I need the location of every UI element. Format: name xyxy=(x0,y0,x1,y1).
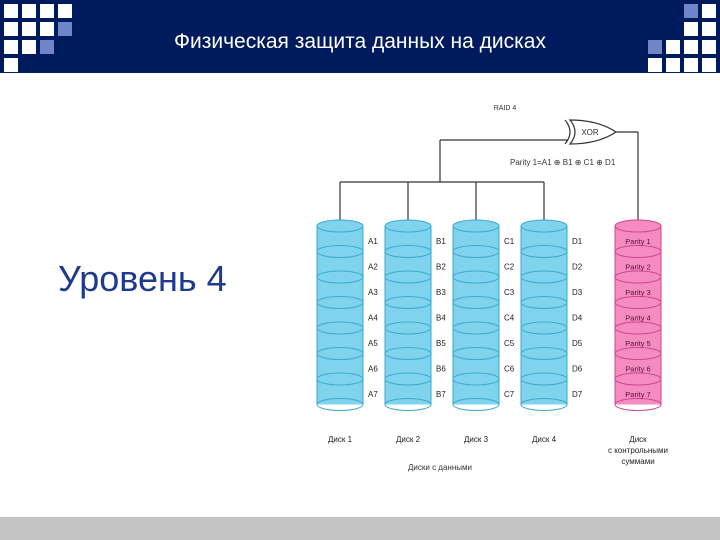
data-block-label: B6 xyxy=(436,365,446,374)
data-block-label: B4 xyxy=(436,314,446,323)
disk-platter xyxy=(316,219,364,233)
data-block-label: A3 xyxy=(368,288,378,297)
decor-square xyxy=(648,40,662,54)
data-block-label: C1 xyxy=(504,237,515,246)
parity-block-label: Parity 5 xyxy=(625,339,650,348)
decor-square xyxy=(4,58,18,72)
decor-square xyxy=(40,4,54,18)
decor-square xyxy=(666,58,680,72)
header-bar: Физическая защита данных на дисках xyxy=(0,0,720,73)
data-block-label: A6 xyxy=(368,365,378,374)
data-block-label: D2 xyxy=(572,263,583,272)
data-block-label: C4 xyxy=(504,314,515,323)
data-block-label: A1 xyxy=(368,237,378,246)
parity-block-label: Parity 1 xyxy=(625,237,650,246)
disk-body xyxy=(453,226,499,405)
decor-square xyxy=(684,22,698,36)
data-block-label: C5 xyxy=(504,339,515,348)
parity-block-label: Parity 7 xyxy=(625,390,650,399)
connection-lines xyxy=(339,131,639,220)
parity-disk-name-label: Диск xyxy=(629,435,647,444)
data-disks-caption: Диски с данными xyxy=(408,463,472,472)
decor-square xyxy=(648,58,662,72)
decor-square xyxy=(22,4,36,18)
data-block-label: A2 xyxy=(368,263,378,272)
disk-platter xyxy=(614,219,662,233)
disk-body xyxy=(385,226,431,405)
xor-gate-curve xyxy=(564,119,571,145)
raid4-diagram: RAID 4 XOR Parity 1=A1 ⊕ B1 ⊕ C1 ⊕ D1 A1… xyxy=(300,92,700,497)
decor-square xyxy=(22,22,36,36)
data-block-label: A7 xyxy=(368,390,378,399)
data-block-label: B5 xyxy=(436,339,446,348)
decor-square xyxy=(684,40,698,54)
decor-square xyxy=(666,40,680,54)
decor-square xyxy=(702,40,716,54)
parity-block-label: Parity 6 xyxy=(625,365,650,374)
decor-square xyxy=(4,22,18,36)
decor-square xyxy=(702,4,716,18)
decor-square xyxy=(22,40,36,54)
data-block-label: D3 xyxy=(572,288,583,297)
data-block-label: C6 xyxy=(504,365,515,374)
decor-square xyxy=(58,22,72,36)
decor-square xyxy=(684,58,698,72)
decor-square xyxy=(58,4,72,18)
xor-gate-icon xyxy=(568,119,618,145)
data-block-label: B2 xyxy=(436,263,446,272)
data-block-label: D7 xyxy=(572,390,583,399)
disk-body xyxy=(317,226,363,405)
parity-disk-name-label: суммами xyxy=(621,457,654,466)
decor-square xyxy=(4,4,18,18)
decor-square xyxy=(4,40,18,54)
data-block-label: D4 xyxy=(572,314,583,323)
footer-bar xyxy=(0,517,720,540)
data-block-label: C2 xyxy=(504,263,515,272)
disk-cylinder: Parity 1 Parity 2 Parity 3 Parity 4 Parity 5… xyxy=(614,219,662,411)
decor-square xyxy=(702,22,716,36)
data-block-label: A5 xyxy=(368,339,378,348)
data-block-label: A4 xyxy=(368,314,378,323)
parity-block-label: Parity 3 xyxy=(625,288,650,297)
disk-platter xyxy=(452,219,500,233)
data-block-label: B1 xyxy=(436,237,446,246)
disk-name-label: Диск 3 xyxy=(464,435,489,444)
parity-formula: Parity 1=A1 ⊕ B1 ⊕ C1 ⊕ D1 xyxy=(510,158,616,167)
decor-square xyxy=(702,58,716,72)
decor-square xyxy=(40,22,54,36)
level-heading: Уровень 4 xyxy=(58,258,227,299)
data-block-label: C3 xyxy=(504,288,515,297)
slide-title: Физическая защита данных на дисках xyxy=(174,30,546,53)
decor-square xyxy=(684,4,698,18)
data-block-label: B7 xyxy=(436,390,446,399)
parity-disk-name-label: с контрольными xyxy=(608,446,668,455)
disk-body xyxy=(521,226,567,405)
decor-square xyxy=(40,40,54,54)
data-block-label: D6 xyxy=(572,365,583,374)
disk-platter xyxy=(520,219,568,233)
xor-gate-label: XOR xyxy=(581,128,599,137)
disk-name-label: Диск 4 xyxy=(532,435,557,444)
disk-platter xyxy=(384,219,432,233)
parity-block-label: Parity 2 xyxy=(625,263,650,272)
data-block-label: B3 xyxy=(436,288,446,297)
disk-name-label: Диск 2 xyxy=(396,435,421,444)
data-block-label: D5 xyxy=(572,339,583,348)
raid4-svg: RAID 4 XOR Parity 1=A1 ⊕ B1 ⊕ C1 ⊕ D1 A1… xyxy=(316,105,668,472)
data-block-label: D1 xyxy=(572,237,583,246)
disk-name-label: Диск 1 xyxy=(328,435,353,444)
diagram-title: RAID 4 xyxy=(494,105,517,112)
data-block-label: C7 xyxy=(504,390,515,399)
parity-block-label: Parity 4 xyxy=(625,314,650,323)
